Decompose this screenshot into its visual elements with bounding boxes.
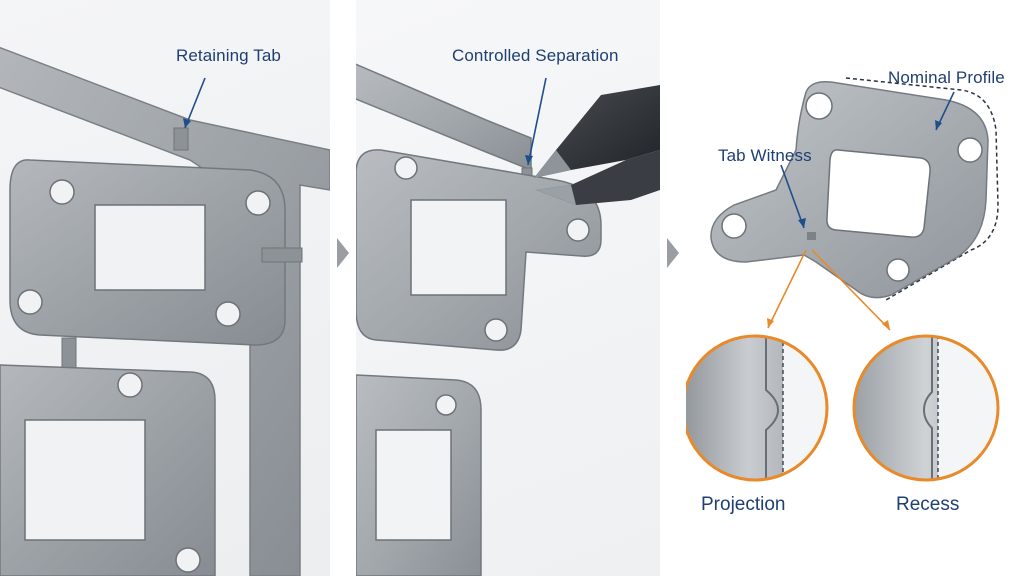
part-being-freed <box>356 149 602 351</box>
leader-line <box>527 77 547 166</box>
separation-scene <box>356 63 660 576</box>
leader-line <box>184 77 206 129</box>
panel-retaining-tab: Retaining Tab <box>0 0 330 576</box>
detail-view-projection <box>686 334 829 482</box>
detail-view-recess <box>852 334 1000 482</box>
detail-ring <box>852 334 1000 482</box>
finished-part-scene <box>686 77 1000 482</box>
tab-witness-mark <box>807 232 816 240</box>
part-lower <box>356 374 482 576</box>
detail-leader-recess <box>811 249 891 331</box>
callout-retaining-tab: Retaining Tab <box>176 46 281 65</box>
detail-leader-projection <box>767 249 807 329</box>
caption-projection: Projection <box>701 494 786 515</box>
leader-arrowhead <box>183 118 191 128</box>
leader-arrowhead <box>525 155 533 165</box>
caption-recess: Recess <box>896 494 960 515</box>
stage-divider-1 <box>330 0 356 576</box>
callout-tab-witness: Tab Witness <box>718 146 812 165</box>
chevron-right-icon <box>667 238 679 268</box>
detail-ring <box>686 334 829 482</box>
sheet-metal-skeleton <box>0 46 330 576</box>
panel-controlled-separation: Controlled Separation <box>356 0 660 576</box>
connecting-tab <box>61 337 77 369</box>
part-upper <box>9 159 286 346</box>
leader-line-witness <box>780 164 805 229</box>
finished-part <box>710 80 989 299</box>
callout-controlled-separation: Controlled Separation <box>452 46 619 65</box>
connecting-tab-side <box>261 247 303 263</box>
cutter-tool <box>534 85 660 205</box>
retaining-tab <box>173 127 189 151</box>
callout-nominal-profile: Nominal Profile <box>888 68 1005 87</box>
part-lower <box>0 364 216 576</box>
stage-divider-2 <box>660 0 686 576</box>
chevron-right-icon <box>337 238 349 268</box>
panel-finished-part: Nominal Profile Tab Witness Projection R… <box>686 0 1024 576</box>
nominal-profile-outline <box>845 77 999 301</box>
